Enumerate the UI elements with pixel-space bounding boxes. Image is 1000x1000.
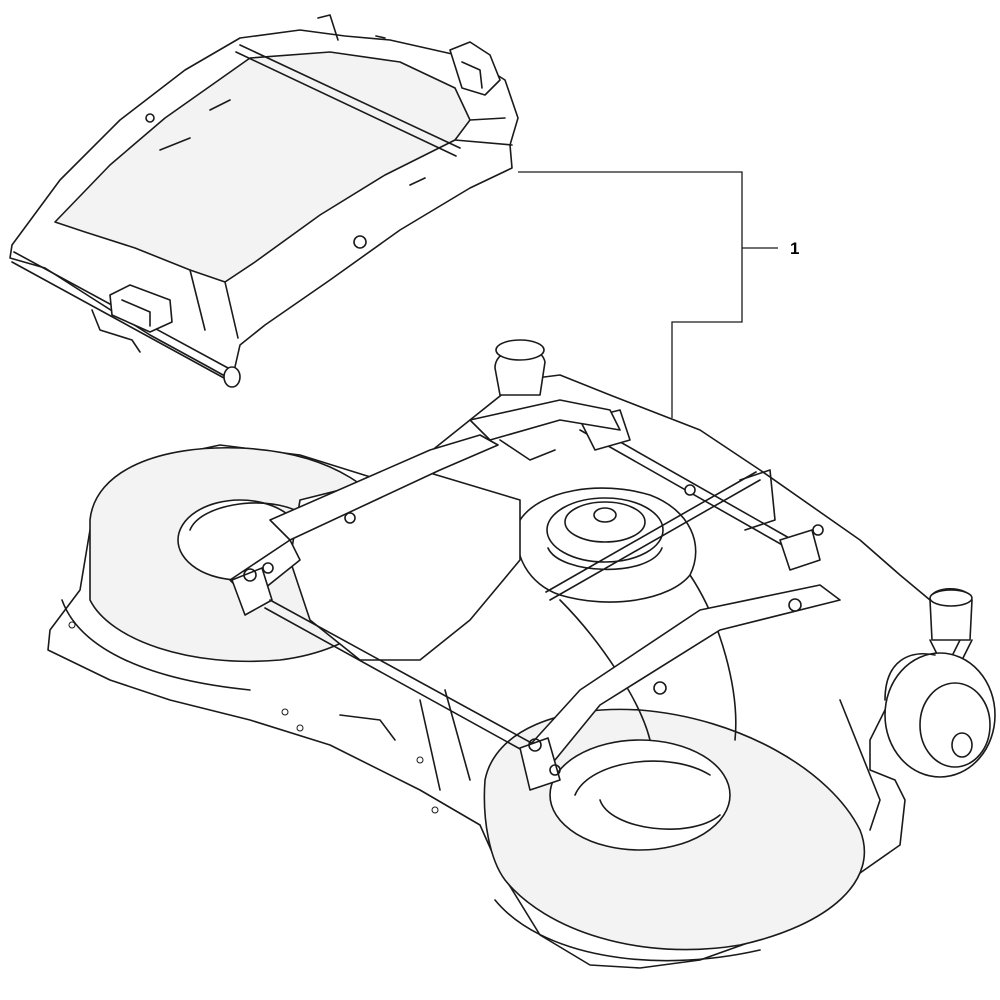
callout-label: 1 bbox=[790, 239, 799, 258]
callout-group-1: 1 bbox=[518, 171, 799, 418]
mower-deck-assembly bbox=[47, 339, 996, 969]
callout-bracket-leader bbox=[518, 171, 743, 418]
deck-cover-frame bbox=[9, 14, 519, 388]
